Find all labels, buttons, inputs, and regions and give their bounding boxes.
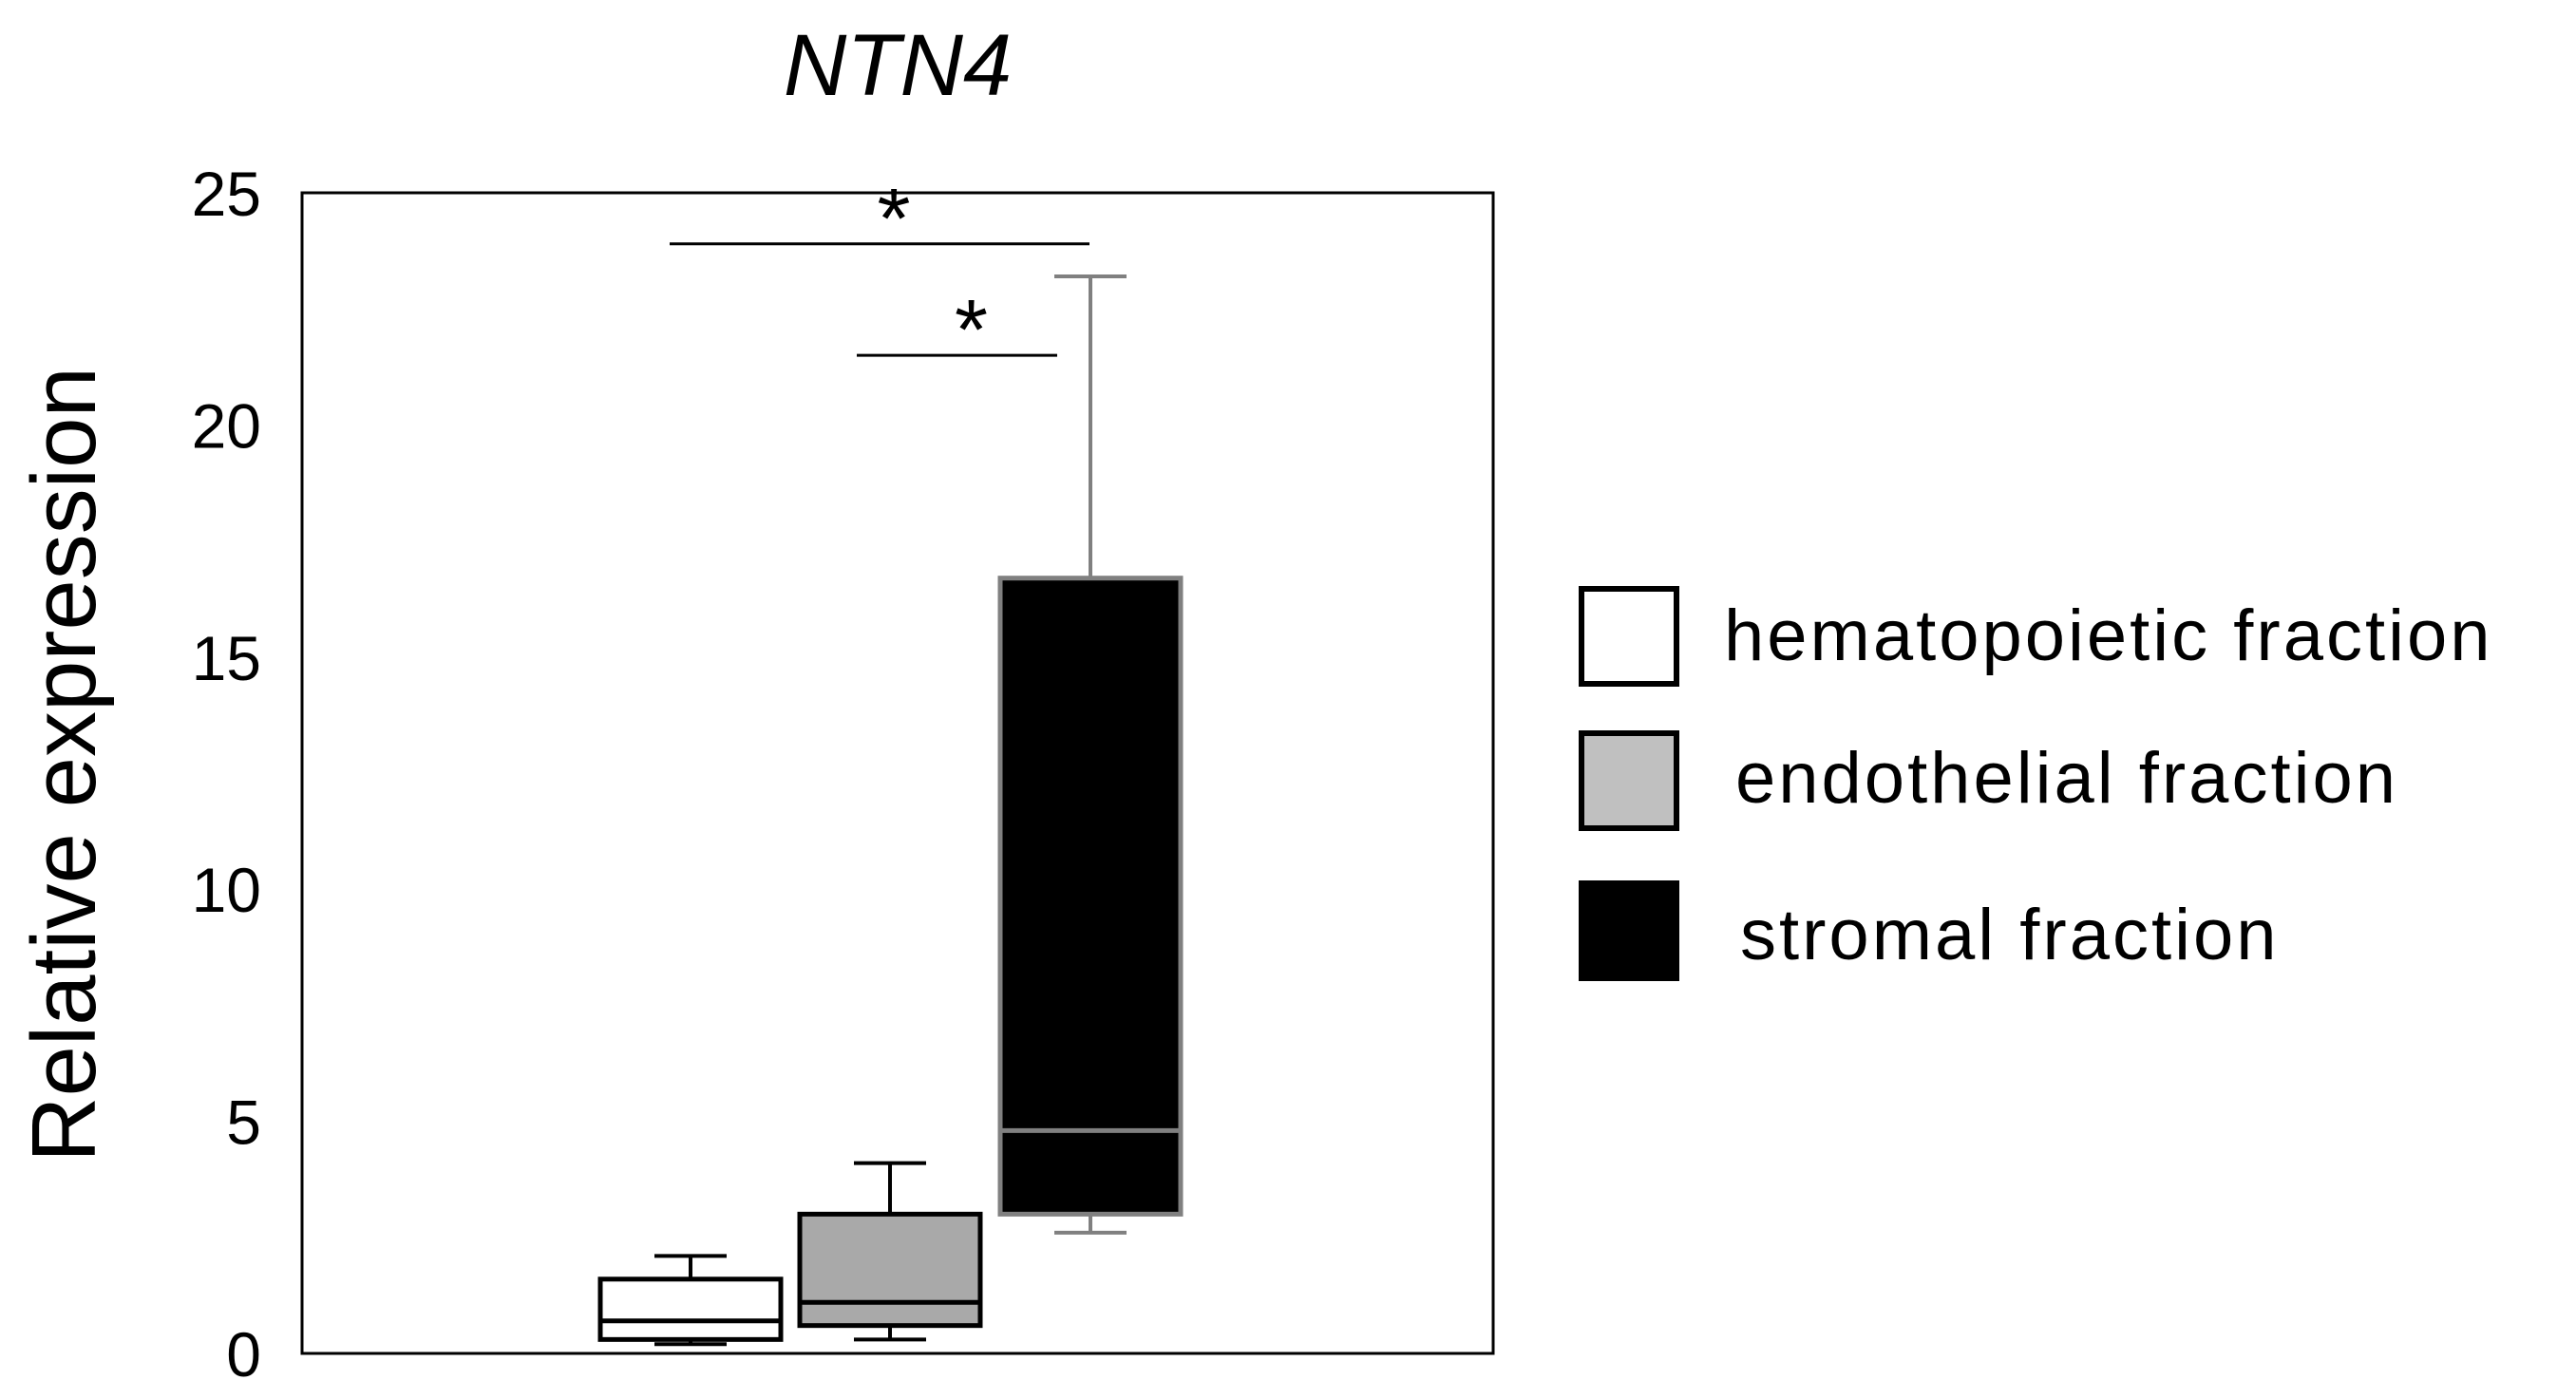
box-3 (997, 274, 1184, 1235)
legend-item-3: stromal fraction (1579, 880, 2280, 981)
y-tick-label: 0 (226, 1319, 261, 1390)
y-axis-label: Relative expression (13, 367, 115, 1163)
box-iqr (997, 576, 1184, 1217)
legend-swatch (1579, 586, 1679, 687)
box-iqr (597, 1276, 784, 1342)
y-tick-label: 25 (192, 159, 261, 229)
box-iqr (797, 1211, 983, 1329)
legend-item-1: hematopoietic fraction (1579, 586, 2493, 687)
y-tick-label: 15 (192, 623, 261, 693)
chart-title: NTN4 (784, 17, 1012, 114)
significance-brackets: ** (670, 172, 1089, 378)
legend-label: endothelial fraction (1735, 738, 2398, 819)
y-tick-label: 10 (192, 855, 261, 925)
legend-label: stromal fraction (1740, 895, 2280, 975)
legend-item-2: endothelial fraction (1579, 730, 2398, 831)
box-1 (597, 1254, 784, 1347)
legend-swatch (1579, 880, 1679, 981)
box-series (597, 274, 1184, 1347)
legend-swatch (1579, 730, 1679, 831)
significance-star: * (955, 283, 988, 378)
plot-area-frame (300, 191, 1495, 1355)
y-tick-label: 20 (192, 390, 261, 461)
significance-star: * (877, 172, 910, 267)
y-axis-ticks: 0 5 10 15 20 25 (192, 159, 261, 1390)
significance-bracket-1: * (670, 172, 1089, 267)
box-2 (797, 1161, 983, 1342)
legend: hematopoietic fraction endothelial fracti… (1579, 586, 2493, 981)
significance-bracket-2: * (857, 283, 1057, 378)
y-tick-label: 5 (226, 1087, 261, 1158)
legend-label: hematopoietic fraction (1724, 596, 2493, 676)
